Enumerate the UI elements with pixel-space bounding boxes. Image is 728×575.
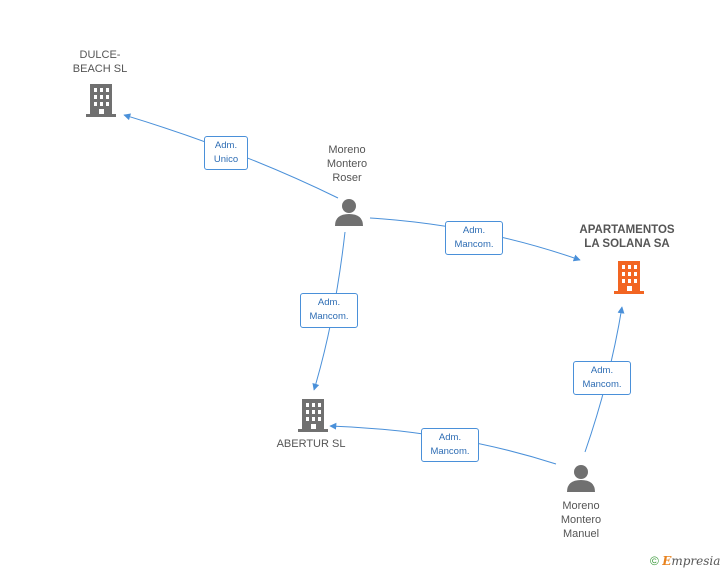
node-label-line: ABERTUR SL	[276, 438, 346, 450]
edge-label-line: Mancom.	[309, 311, 349, 322]
empresia-logo: © Empresia	[650, 554, 720, 568]
edge-label-adm-mancom[interactable]: Adm. Mancom.	[421, 428, 479, 462]
edge-label-line: Mancom.	[430, 446, 470, 457]
node-label-moreno-roser[interactable]: Moreno Montero Roser	[306, 143, 388, 185]
edge-label-line: Adm.	[462, 225, 486, 236]
node-label-line: Montero	[560, 514, 602, 526]
building-icon-highlight[interactable]	[614, 261, 644, 294]
edge-label-line: Adm.	[590, 365, 614, 376]
node-label-line: Roser	[332, 172, 362, 184]
brand-rest: mpresia	[671, 554, 721, 568]
node-label-line: LA SOLANA SA	[584, 238, 670, 250]
edge-label-line: Adm.	[214, 140, 238, 151]
node-label-line: APARTAMENTOS	[579, 224, 675, 236]
node-label-moreno-manuel[interactable]: Moreno Montero Manuel	[540, 499, 622, 541]
edge-label-line: Unico	[213, 154, 239, 165]
person-icon[interactable]	[567, 465, 595, 492]
node-label-line: BEACH SL	[72, 63, 128, 75]
node-label-apartamentos[interactable]: APARTAMENTOS LA SOLANA SA	[572, 223, 682, 251]
building-icon[interactable]	[298, 399, 328, 432]
edge-label-adm-mancom[interactable]: Adm. Mancom.	[445, 221, 503, 255]
node-label-line: Moreno	[562, 500, 600, 512]
edge-label-adm-unico[interactable]: Adm. Unico	[204, 136, 248, 170]
edge-label-adm-mancom[interactable]: Adm. Mancom.	[300, 293, 358, 328]
edge-label-line: Mancom.	[582, 379, 622, 390]
edge-label-adm-mancom[interactable]: Adm. Mancom.	[573, 361, 631, 395]
brand-name: Empresia	[662, 554, 720, 568]
person-icon[interactable]	[335, 199, 363, 226]
brand-initial: E	[662, 554, 672, 568]
node-label-line: DULCE-	[79, 49, 121, 61]
node-label-abertur[interactable]: ABERTUR SL	[268, 437, 354, 451]
node-label-line: Manuel	[562, 528, 600, 540]
building-icon[interactable]	[86, 84, 116, 117]
node-label-dulce-beach[interactable]: DULCE- BEACH SL	[60, 48, 140, 76]
edge-label-line: Adm.	[438, 432, 462, 443]
copyright-icon: ©	[650, 554, 659, 568]
node-label-line: Montero	[326, 158, 368, 170]
node-label-line: Moreno	[328, 144, 366, 156]
edge-label-line: Adm.	[317, 297, 341, 308]
edge-label-line: Mancom.	[454, 239, 494, 250]
